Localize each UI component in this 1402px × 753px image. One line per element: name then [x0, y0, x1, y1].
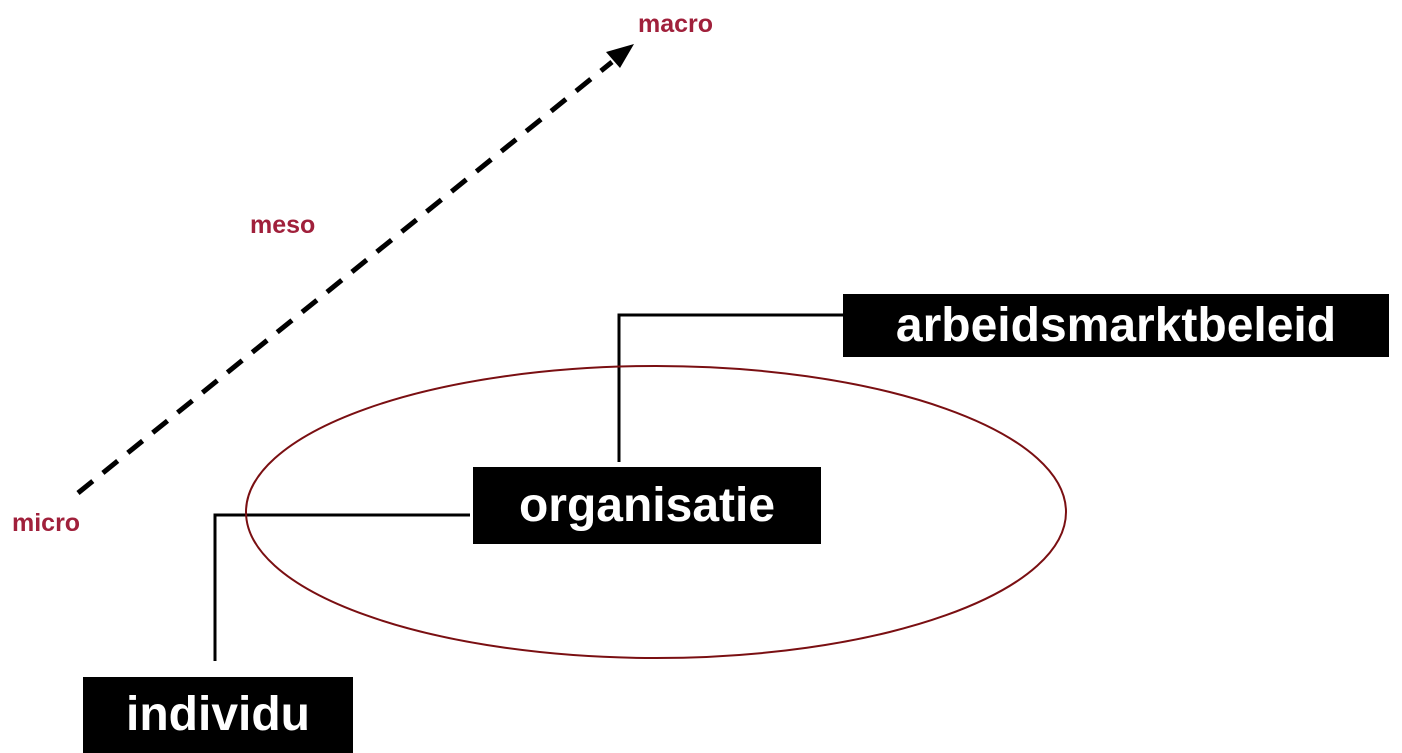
level-label-micro: micro — [12, 509, 81, 537]
highlight-ellipse — [245, 365, 1067, 659]
scale-arrow-line — [76, 60, 614, 495]
level-label-meso: meso — [250, 211, 316, 239]
arrow-head-icon — [606, 44, 634, 68]
node-arbeidsmarktbeleid: arbeidsmarktbeleid — [843, 294, 1389, 357]
node-individu: individu — [83, 677, 353, 753]
level-label-macro: macro — [638, 10, 714, 38]
connector-organisatie-individu — [213, 513, 470, 661]
connector-arbeidsmarkt-organisatie — [617, 313, 843, 462]
node-organisatie: organisatie — [473, 467, 821, 544]
